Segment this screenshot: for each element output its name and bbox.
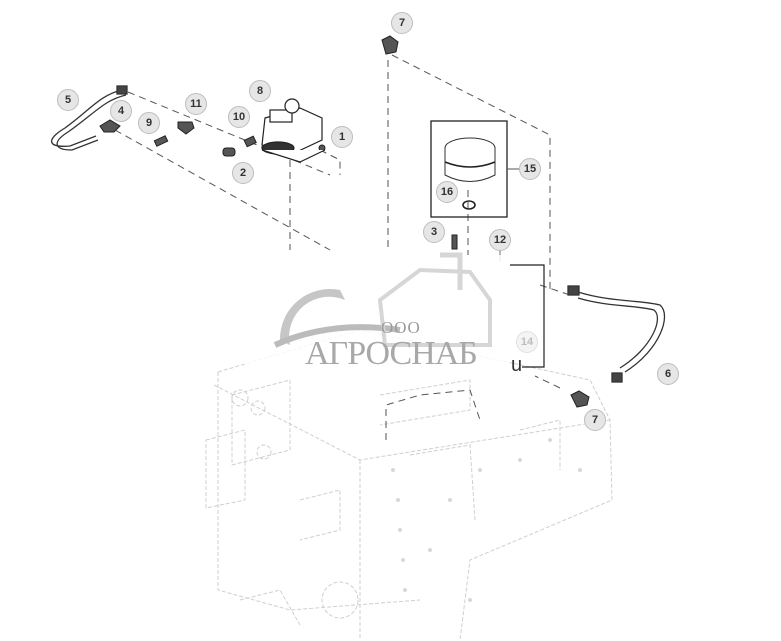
fragment-text: u (511, 354, 523, 376)
callout-bolt[interactable]: 3 (423, 221, 445, 243)
filter-kit-box-15 (430, 120, 519, 218)
callout-connector[interactable]: 10 (228, 106, 250, 128)
callout-filter-element-kit[interactable]: 15 (519, 158, 541, 180)
frame-ghost (205, 329, 613, 641)
callout-elbow-fitting-top[interactable]: 7 (391, 12, 413, 34)
hose-5 (51, 85, 128, 151)
callout-filter-housing[interactable]: 8 (249, 80, 271, 102)
callout-bolt[interactable]: 14 (516, 331, 538, 353)
callout-connector[interactable]: 9 (138, 112, 160, 134)
watermark-name: АГРОСНАБ (305, 335, 478, 372)
callout-elbow-fitting[interactable]: 2 (232, 162, 254, 184)
watermark-prefix: ООО (381, 318, 421, 337)
callout-hydraulic-hose[interactable]: 6 (657, 363, 679, 385)
watermark-logo (245, 252, 510, 375)
fittings (99, 35, 590, 408)
hose-6 (567, 285, 665, 383)
callout-elbow-fitting-bottom[interactable]: 7 (584, 409, 606, 431)
filter-housing-8 (261, 98, 326, 163)
callout-bracket-kit[interactable]: 12 (489, 229, 511, 251)
callout-o-ring[interactable]: 16 (436, 181, 458, 203)
frame-holes (391, 438, 582, 602)
callout-hydraulic-hose[interactable]: 5 (57, 89, 79, 111)
callout-nut[interactable]: 1 (331, 126, 353, 148)
callout-tee-fitting[interactable]: 11 (185, 93, 207, 115)
callout-elbow-fitting[interactable]: 4 (110, 100, 132, 122)
